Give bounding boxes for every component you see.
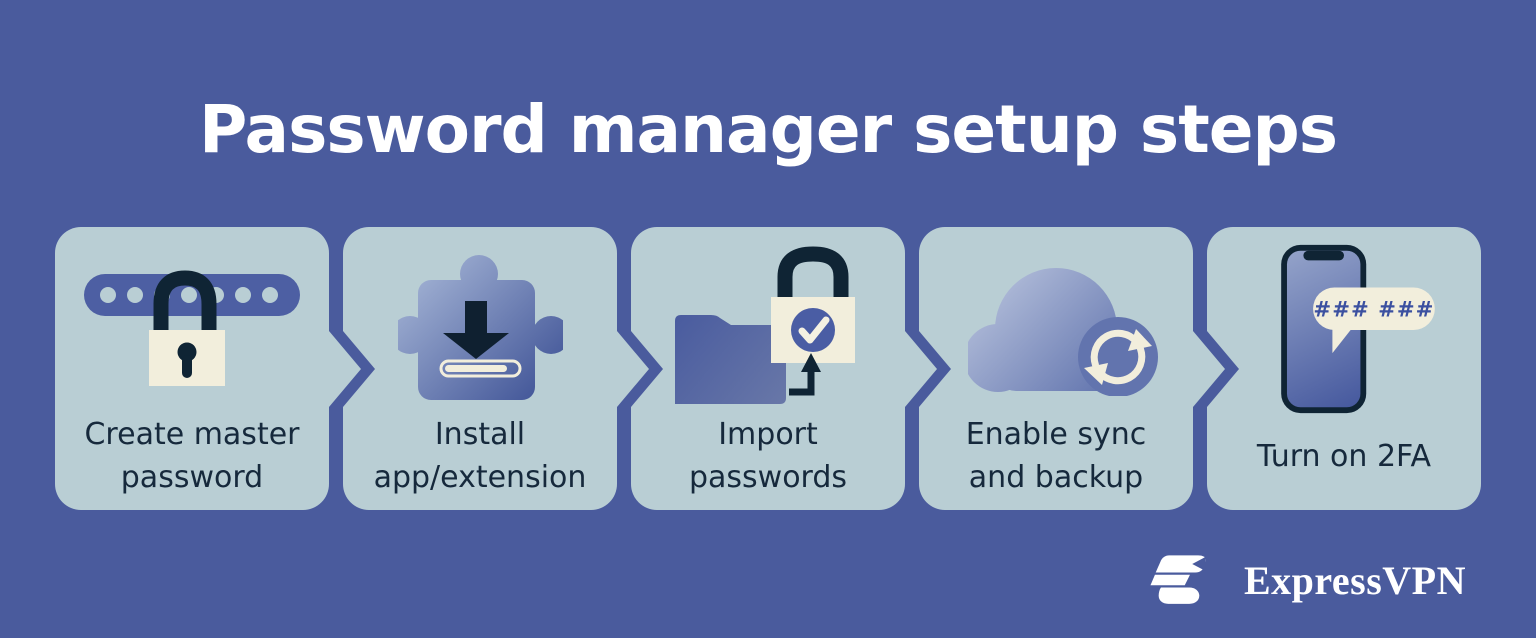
step-label: Install app/extension xyxy=(373,417,587,496)
step-label: Create master password xyxy=(84,417,300,496)
2fa-code-text: ### ### xyxy=(1313,297,1434,322)
password-field-lock-icon xyxy=(84,270,300,386)
step-card-2: Install app/extension xyxy=(343,227,617,510)
page-title: Password manager setup steps xyxy=(198,91,1338,168)
step-card-5: ### ### Turn on 2FA xyxy=(1207,227,1481,510)
phone-2fa-icon: ### ### xyxy=(1281,244,1435,414)
steps-row: Create master password xyxy=(0,227,1536,510)
step-card-3: Import passwords xyxy=(631,227,905,510)
brand-name: ExpressVPN xyxy=(1243,557,1466,603)
expressvpn-logo-icon xyxy=(1150,555,1206,604)
cloud-sync-icon xyxy=(968,268,1158,397)
step-card-1: Create master password xyxy=(55,227,329,510)
puzzle-download-icon xyxy=(397,254,563,400)
brand-footer: ExpressVPN xyxy=(1146,546,1466,614)
step-label: Enable sync and backup xyxy=(965,417,1147,496)
step-card-4: Enable sync and backup xyxy=(919,227,1193,510)
step-label: Turn on 2FA xyxy=(1256,439,1432,475)
step-label: Import passwords xyxy=(688,417,848,496)
folder-import-lock-icon xyxy=(675,246,855,405)
